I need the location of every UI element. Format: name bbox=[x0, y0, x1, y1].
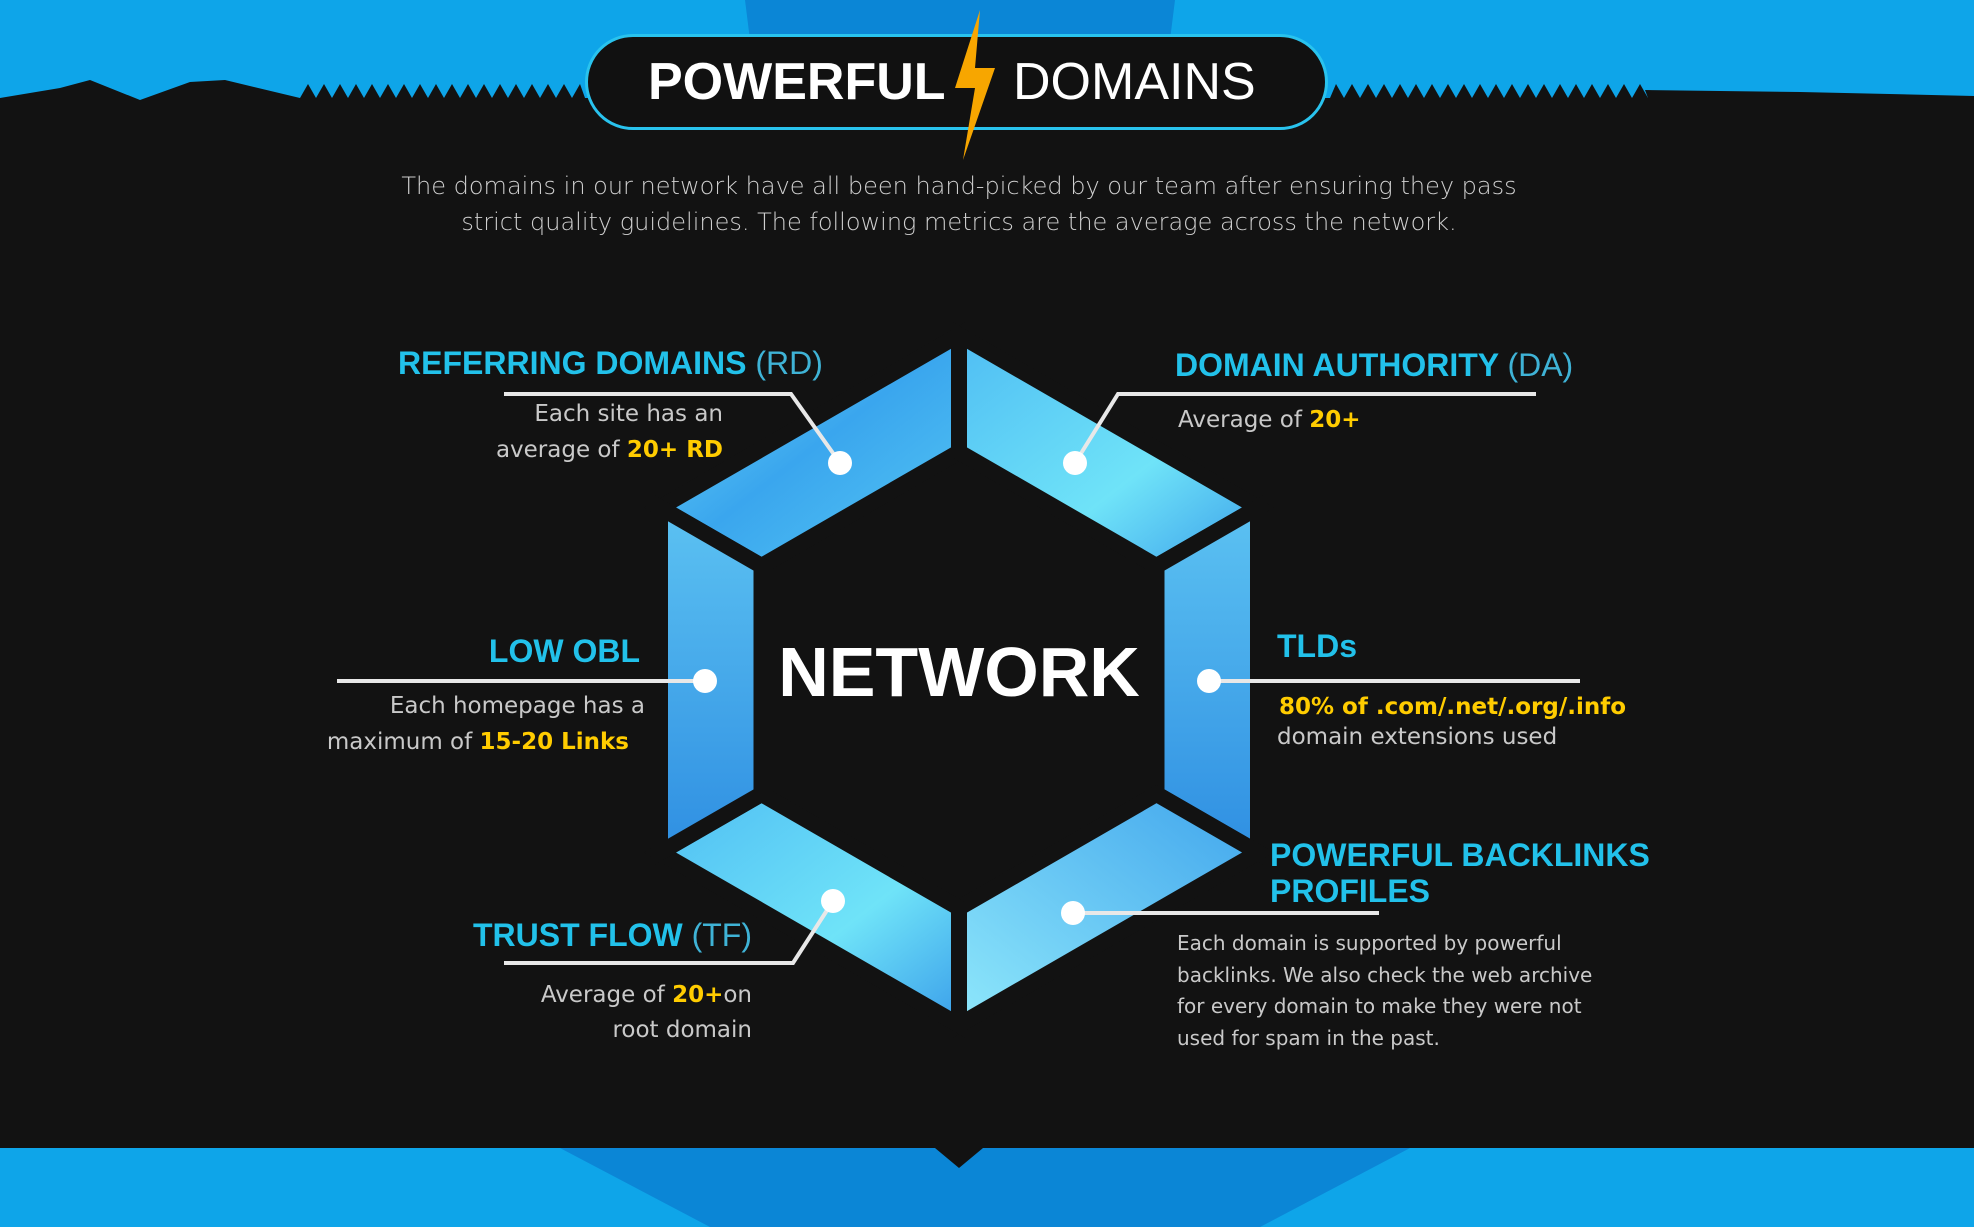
referring-domains-line2: average of 20+ RD bbox=[496, 437, 723, 463]
trust-flow-line2: root domain bbox=[612, 1017, 752, 1043]
description-line: for every domain to make they were not bbox=[1177, 994, 1582, 1018]
lightning-bolt-icon bbox=[955, 10, 995, 160]
bottom-notch bbox=[935, 1148, 983, 1168]
metric-title-domain-authority: DOMAIN AUTHORITY (DA) bbox=[1175, 347, 1573, 384]
top-band-jagged-edge bbox=[0, 80, 1974, 1227]
description-line: used for spam in the past. bbox=[1177, 1025, 1440, 1050]
metric-title-trust-flow: TRUST FLOW (TF) bbox=[473, 917, 752, 954]
center-label: NETWORK bbox=[778, 633, 1140, 711]
title-pill bbox=[585, 34, 1328, 130]
dot-referring-domains bbox=[828, 451, 852, 475]
tlds-line2: domain extensions used bbox=[1277, 724, 1558, 750]
dot-domain-authority bbox=[1063, 451, 1087, 475]
text: Average of bbox=[1178, 407, 1310, 433]
description-line: Each domain is supported by powerful bbox=[1177, 931, 1562, 955]
backlinks-description: Each domain is supported by powerful bac… bbox=[1177, 928, 1592, 1054]
metric-title-tlds: TLDs bbox=[1277, 628, 1357, 664]
low-obl-line2: maximum of 15-20 Links bbox=[327, 729, 629, 755]
metric-title-backlinks-line1: POWERFUL BACKLINKS bbox=[1270, 837, 1650, 873]
bottom-band-shade bbox=[560, 1148, 1410, 1227]
text: average of bbox=[495, 437, 627, 463]
text: maximum of bbox=[326, 729, 480, 755]
highlight-value: 20+ RD bbox=[626, 437, 723, 463]
connector-domain-authority bbox=[1073, 392, 1536, 465]
highlight-value: 20+ bbox=[672, 982, 724, 1008]
highlight-value: 15-20 Links bbox=[479, 729, 629, 755]
dot-tlds bbox=[1197, 669, 1221, 693]
metric-title-backlinks-line2: PROFILES bbox=[1270, 873, 1431, 909]
title-light: DOMAINS bbox=[1013, 53, 1256, 111]
text: on bbox=[723, 982, 752, 1008]
title-text: DOMAIN AUTHORITY bbox=[1175, 347, 1499, 383]
highlight-value: 20+ bbox=[1309, 407, 1361, 433]
connector-referring-domains bbox=[504, 392, 842, 465]
dot-trust-flow bbox=[821, 889, 845, 913]
domain-authority-text: Average of 20+ bbox=[1178, 407, 1361, 433]
title-text: REFERRING DOMAINS bbox=[398, 345, 747, 381]
subtitle-line1: The domains in our network have all been… bbox=[401, 172, 1517, 200]
title-abbr: (RD) bbox=[755, 345, 823, 381]
metric-title-low-obl: LOW OBL bbox=[488, 633, 640, 669]
referring-domains-line1: Each site has an bbox=[534, 401, 723, 427]
dot-low-obl bbox=[693, 669, 717, 693]
trust-flow-line1: Average of 20+on bbox=[541, 982, 752, 1008]
title-bold: POWERFUL bbox=[648, 53, 946, 111]
title-abbr: (TF) bbox=[691, 917, 752, 953]
low-obl-line1: Each homepage has a bbox=[389, 693, 645, 719]
title-text: TRUST FLOW bbox=[472, 917, 683, 953]
metric-title-referring-domains: REFERRING DOMAINS (RD) bbox=[398, 345, 823, 382]
dot-backlinks bbox=[1061, 901, 1085, 925]
tlds-highlight: 80% of .com/.net/.org/.info bbox=[1279, 694, 1627, 720]
text: Average of bbox=[540, 982, 673, 1008]
title-abbr: (DA) bbox=[1507, 347, 1574, 383]
connector-trust-flow bbox=[504, 899, 835, 965]
description-line: backlinks. We also check the web archive bbox=[1177, 962, 1593, 987]
subtitle-line2: strict quality guidelines. The following… bbox=[461, 208, 1457, 236]
